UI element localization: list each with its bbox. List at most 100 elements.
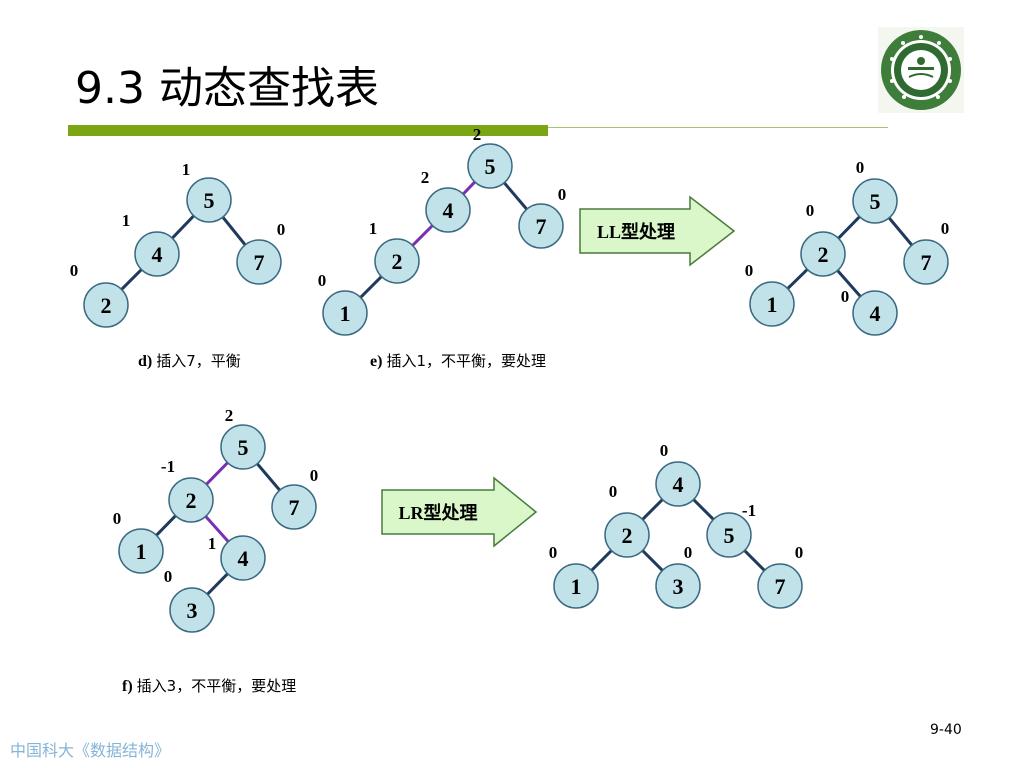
balance-factor-label: 0	[941, 219, 950, 238]
tree-node-circle	[553, 563, 599, 609]
tree-edge	[887, 216, 914, 247]
caption-d: d) 插入7，平衡	[138, 350, 241, 371]
balance-factor-label: 0	[277, 220, 286, 239]
tree-edge	[743, 549, 766, 572]
tree-edge	[120, 268, 143, 291]
caption-d-text: 插入7，平衡	[156, 352, 241, 370]
tree-node: 1	[749, 281, 795, 327]
footer-course-name: 中国科大《数据结构》	[10, 741, 171, 760]
tree-node-circle	[706, 512, 752, 558]
tree-node-circle	[655, 461, 701, 507]
tree-node-value: 2	[622, 523, 633, 548]
tree-node-circle	[749, 281, 795, 327]
tree-node-circle	[134, 231, 180, 277]
tree-node-value: 2	[101, 293, 112, 318]
tree-node-circle	[322, 290, 368, 336]
tree-node: 3	[169, 587, 215, 633]
page-number: 9-40	[930, 722, 962, 738]
balance-factor-label: 0	[841, 287, 850, 306]
tree-node-value: 5	[870, 189, 881, 214]
tree-node: 4	[655, 461, 701, 507]
tree-node-value: 7	[536, 214, 547, 239]
balance-factor-label: 1	[122, 211, 131, 230]
tree-node: 2	[800, 231, 846, 277]
balance-factor-label: 0	[684, 543, 693, 562]
tree-node-circle	[168, 477, 214, 523]
tree-node-circle	[604, 512, 650, 558]
tree-node: 2	[83, 282, 129, 328]
tree-node-circle	[757, 563, 803, 609]
title-underline-bar	[68, 125, 548, 136]
tree-node-value: 2	[392, 249, 403, 274]
balance-factor-label: -1	[161, 457, 175, 476]
tree-node-circle	[236, 239, 282, 285]
tree-node: 5	[220, 424, 266, 470]
tree-node: 5	[467, 143, 513, 189]
tree-node: 7	[903, 239, 949, 285]
tree-node-circle	[467, 143, 513, 189]
tree-node: 4	[220, 535, 266, 581]
caption-f-letter: f)	[122, 678, 133, 695]
tree-node: 4	[852, 290, 898, 336]
lr-rotation-label: LR型处理	[398, 502, 477, 523]
tree-node: 1	[118, 528, 164, 574]
tree-node-value: 7	[254, 250, 265, 275]
tree-edge	[171, 214, 195, 240]
tree-edge	[256, 462, 281, 492]
tree-node: 2	[374, 238, 420, 284]
balance-factor-label: 2	[421, 168, 430, 187]
tree-node-value: 5	[724, 523, 735, 548]
balance-factor-label: 0	[795, 543, 804, 562]
tree-node: 7	[271, 484, 317, 530]
tree-node-circle	[852, 290, 898, 336]
tree-node-value: 5	[204, 188, 215, 213]
tree-edge-highlighted	[204, 515, 230, 543]
tree-node: 7	[236, 239, 282, 285]
tree-node-circle	[374, 238, 420, 284]
balance-factor-label: 1	[369, 219, 378, 238]
caption-f-text: 插入3，不平衡，要处理	[136, 677, 297, 695]
balance-factor-label: 1	[208, 534, 217, 553]
tree-node-value: 5	[238, 435, 249, 460]
tree-edge-highlighted	[411, 224, 434, 247]
tree-node-circle	[800, 231, 846, 277]
tree-node: 4	[425, 187, 471, 233]
caption-d-letter: d)	[138, 353, 153, 370]
tree-node: 2	[168, 477, 214, 523]
tree-node: 7	[518, 203, 564, 249]
balance-factor-label: 0	[609, 482, 618, 501]
tree-edge-highlighted	[205, 461, 229, 486]
balance-factor-label: 0	[660, 441, 669, 460]
tree-node-value: 7	[775, 574, 786, 599]
tree-edge	[836, 269, 862, 298]
tree-node: 7	[757, 563, 803, 609]
tree-node-value: 3	[673, 574, 684, 599]
balance-factor-label: 0	[113, 509, 122, 528]
tree-node: 2	[604, 512, 650, 558]
tree-edge	[590, 549, 613, 572]
tree-edge	[641, 549, 664, 572]
tree-node-circle	[903, 239, 949, 285]
tree-edge-highlighted	[462, 180, 476, 196]
tree-node-value: 1	[767, 292, 778, 317]
tree-node-circle	[220, 424, 266, 470]
tree-node: 4	[134, 231, 180, 277]
balance-factor-label: 0	[745, 261, 754, 280]
tree-node-value: 5	[485, 154, 496, 179]
university-seal-icon	[878, 27, 964, 113]
tree-edge	[692, 498, 715, 521]
balance-factor-label: 2	[225, 406, 234, 425]
balance-factor-label: 2	[473, 125, 482, 144]
tree-node-circle	[220, 535, 266, 581]
tree-edge	[359, 275, 383, 299]
ll-rotation-label: LL型处理	[597, 221, 675, 242]
caption-e: e) 插入1，不平衡，要处理	[370, 350, 546, 371]
tree-node-circle	[169, 587, 215, 633]
tree-node-circle	[271, 484, 317, 530]
caption-e-letter: e)	[370, 353, 383, 370]
tree-edge	[155, 514, 177, 537]
balance-factor-label: 0	[558, 185, 567, 204]
balance-factor-label: 1	[182, 160, 191, 179]
tree-node-circle	[518, 203, 564, 249]
balance-factor-label: 0	[164, 567, 173, 586]
